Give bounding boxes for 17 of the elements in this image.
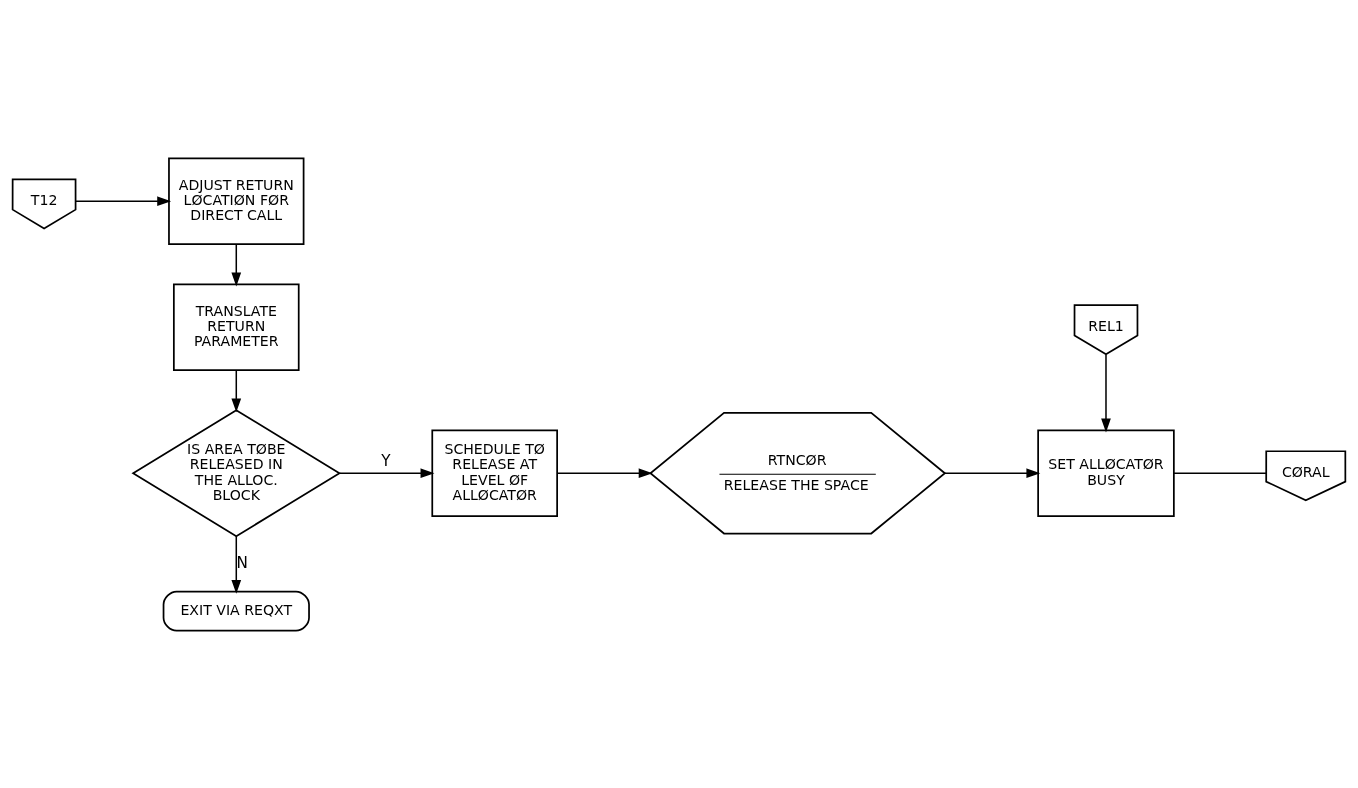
node-box: ADJUST RETURN LØCATIØN FØR DIRECT CALL: [168, 156, 305, 245]
arrow: [231, 369, 242, 412]
node-box: EXIT VIA REQXT: [162, 590, 310, 632]
arrow: [556, 467, 653, 478]
arrow: [231, 242, 242, 287]
node-diamond: IS AREA TØBE RELEASED IN THE ALLOC. BLOCK: [131, 408, 342, 537]
connector: [1173, 471, 1267, 474]
arrow: [231, 534, 242, 594]
arrow: [338, 467, 435, 478]
node-box: SCHEDULE TØ RELEASE AT LEVEL ØF ALLØCATØR: [431, 428, 558, 517]
edge-label: N: [236, 553, 248, 572]
arrow: [944, 467, 1041, 478]
edge-label: Y: [381, 451, 391, 470]
node-box: SET ALLØCATØR BUSY: [1037, 428, 1175, 517]
node-box: TRANSLATE RETURN PARAMETER: [173, 282, 300, 371]
arrow: [1101, 353, 1111, 432]
arrow: [74, 195, 172, 206]
